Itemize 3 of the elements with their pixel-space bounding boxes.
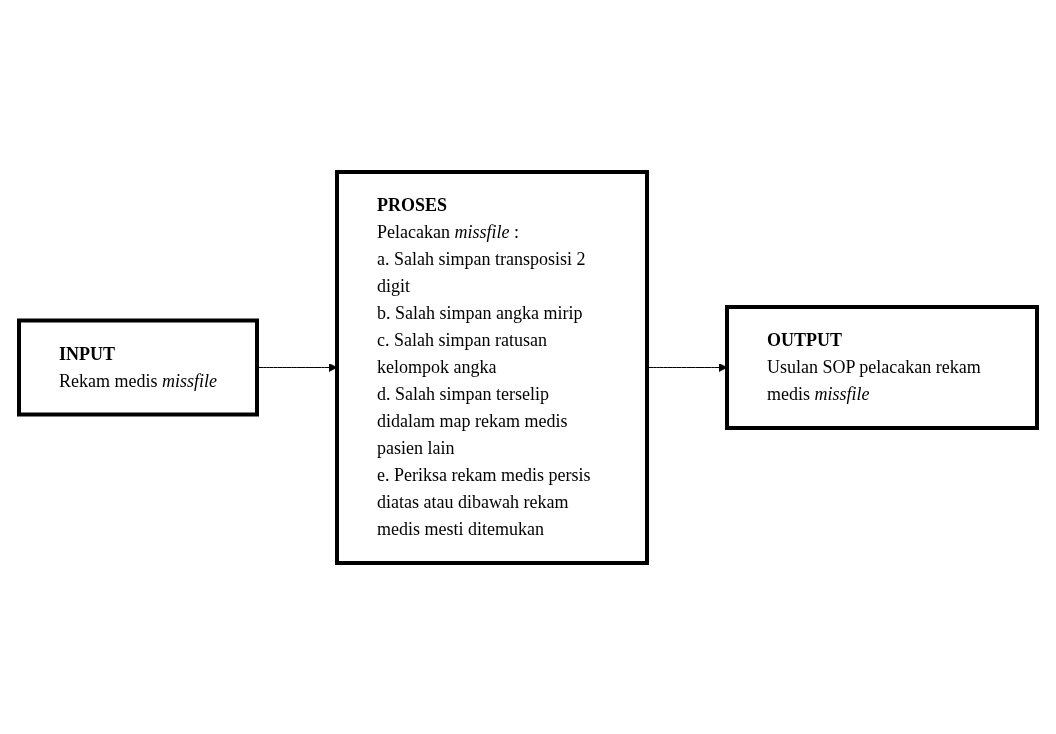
node-box: OUTPUT Usulan SOP pelacakan rekam medis missfile	[725, 304, 1039, 430]
node-box: PROSES Pelacakan missfile : a. Salah simpan transposisi 2 digit b. Salah simpan angka mirip c. Salah simpan ratusan kelompok angka d. Salah simpan terselip didalam map rekam medis pasien lain e. Periksa rekam medis persis diatas atau dibawah rekam medis mesti ditemukan	[335, 169, 649, 565]
node-box: INPUT Rekam medis missfile	[17, 318, 259, 416]
